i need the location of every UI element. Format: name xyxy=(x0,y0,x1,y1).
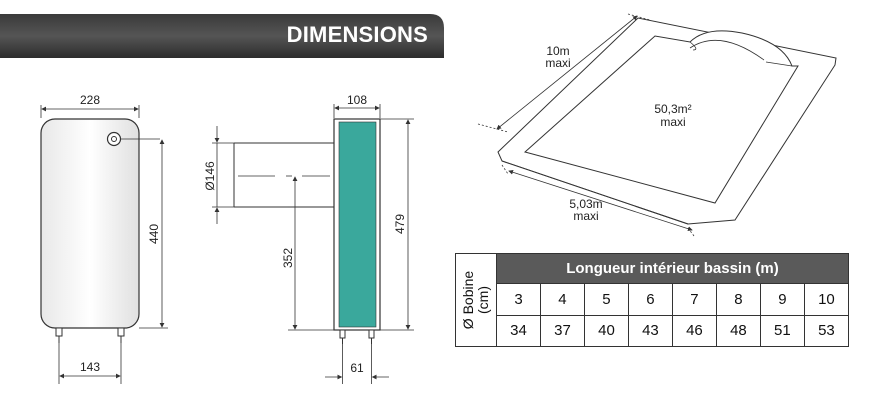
side-total-height-label: 479 xyxy=(393,214,407,234)
front-width-label: 228 xyxy=(80,93,100,107)
row-header-label: Ø Bobine (cm) xyxy=(460,270,491,330)
length-cell: 5 xyxy=(583,283,629,316)
coil-cell: 53 xyxy=(803,314,850,347)
row-header-line1: Ø Bobine xyxy=(460,270,476,330)
banner-background xyxy=(0,14,444,58)
table-header-row: Ø Bobine (cm) Longueur intérieur bassin … xyxy=(455,253,849,347)
front-pipe-left xyxy=(55,327,63,343)
side-diameter-label: Ø146 xyxy=(203,161,217,191)
length-cell: 7 xyxy=(671,283,717,316)
pool-area-qualifier: maxi xyxy=(660,115,685,129)
side-pipe-height-label: 352 xyxy=(281,248,295,268)
length-cell: 10 xyxy=(803,283,850,316)
front-pipe-right xyxy=(117,327,125,343)
pool-inner-outline xyxy=(523,30,799,204)
side-teal-panel xyxy=(338,121,377,328)
side-view: Ø146 108 479 352 61 xyxy=(203,93,414,384)
column-header: Longueur intérieur bassin (m) xyxy=(496,253,849,284)
front-height-label: 440 xyxy=(147,224,161,244)
pool-width-qualifier: maxi xyxy=(545,56,570,70)
side-pipe-left xyxy=(339,329,346,344)
coil-cell: 34 xyxy=(496,314,541,347)
pool-area-label: 50,3m² xyxy=(654,102,691,116)
power-button-icon xyxy=(106,131,122,147)
coil-cell: 37 xyxy=(539,314,585,347)
front-view: 228 440 143 xyxy=(40,93,168,384)
side-pipe xyxy=(233,142,334,208)
unit-front-body xyxy=(40,118,140,329)
row-header-cell: Ø Bobine (cm) xyxy=(455,253,497,347)
coil-cell: 40 xyxy=(583,314,629,347)
dimensions-banner: DIMENSIONS xyxy=(0,14,444,58)
banner-title: DIMENSIONS xyxy=(286,22,428,47)
pool-diagram: 10m maxi 50,3m² maxi 5,03m maxi xyxy=(477,13,837,237)
coil-cell: 51 xyxy=(759,314,805,347)
coil-size-table: Ø Bobine (cm) Longueur intérieur bassin … xyxy=(455,253,850,347)
pool-length-label: 5,03m xyxy=(569,197,602,211)
side-pipe-offset-label: 61 xyxy=(350,361,364,375)
length-cell: 4 xyxy=(539,283,585,316)
pool-width-label: 10m xyxy=(546,44,569,58)
coil-cell: 46 xyxy=(671,314,717,347)
coil-size-table-wrap: Ø Bobine (cm) Longueur intérieur bassin … xyxy=(455,253,850,347)
length-cell: 8 xyxy=(715,283,761,316)
side-pipe-right xyxy=(368,329,375,344)
side-depth-label: 108 xyxy=(347,93,367,107)
coil-cell: 43 xyxy=(627,314,673,347)
row-header-line2: (cm) xyxy=(475,286,491,314)
length-cell: 6 xyxy=(627,283,673,316)
pool-length-qualifier: maxi xyxy=(573,209,598,223)
coil-cell: 48 xyxy=(715,314,761,347)
front-pipe-spacing-label: 143 xyxy=(80,360,100,374)
length-cell: 9 xyxy=(759,283,805,316)
length-cell: 3 xyxy=(496,283,541,316)
